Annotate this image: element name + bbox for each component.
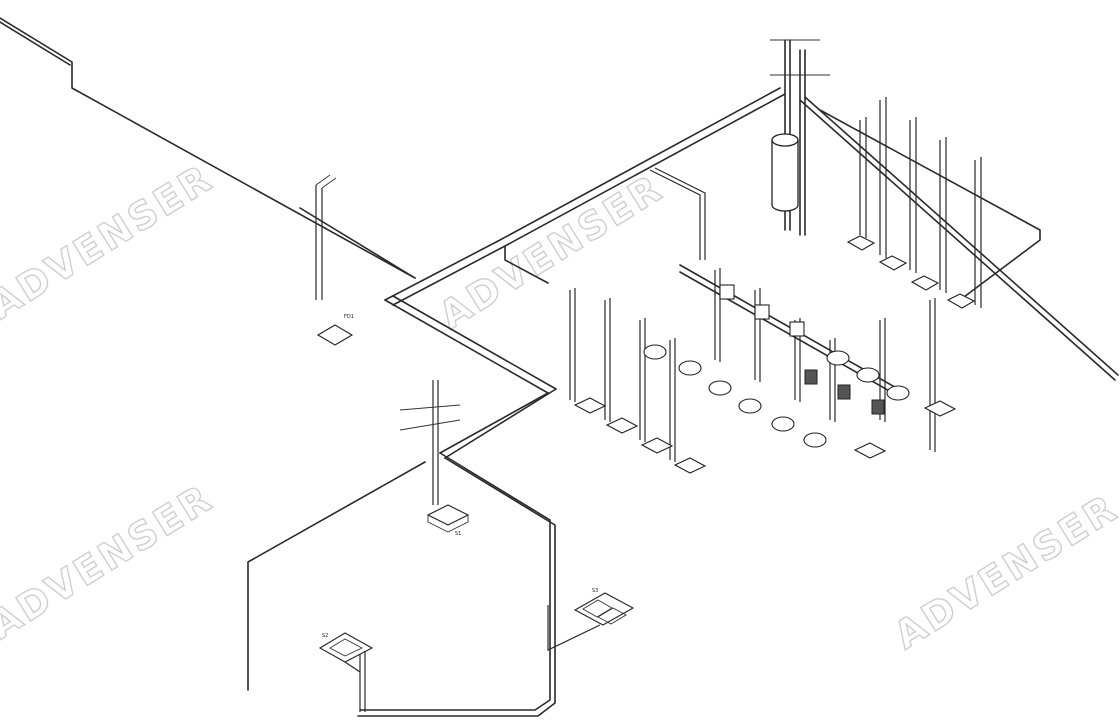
water-closets xyxy=(643,344,910,448)
watermark-3: ADVENSER xyxy=(0,475,221,647)
storage-tank xyxy=(771,133,799,212)
main-drain-line xyxy=(0,17,416,300)
label-s2: S2 xyxy=(322,633,328,639)
label-s1: S1 xyxy=(455,531,461,537)
watermark-2: ADVENSER xyxy=(431,165,670,337)
label-s3: S3 xyxy=(592,588,598,594)
main-double-pipe xyxy=(357,87,786,717)
watermark-1: ADVENSER xyxy=(0,155,221,327)
watermarks: ADVENSER ADVENSER ADVENSER ADVENSER xyxy=(0,155,1120,659)
label-fd1: FD1 xyxy=(344,314,354,320)
left-loop xyxy=(247,380,461,691)
lavatories xyxy=(573,235,976,474)
watermark-4: ADVENSER xyxy=(886,485,1120,657)
sink-connectors xyxy=(344,605,601,673)
valve-boxes xyxy=(719,284,885,415)
right-vents xyxy=(819,97,1041,308)
floor-drain-fd1: FD1 xyxy=(316,314,354,346)
restroom-pipe-frame xyxy=(569,264,936,462)
sink-s2: S2 xyxy=(318,632,374,663)
sink-s3: S3 xyxy=(573,588,635,626)
sink-s1: S1 xyxy=(426,504,470,537)
